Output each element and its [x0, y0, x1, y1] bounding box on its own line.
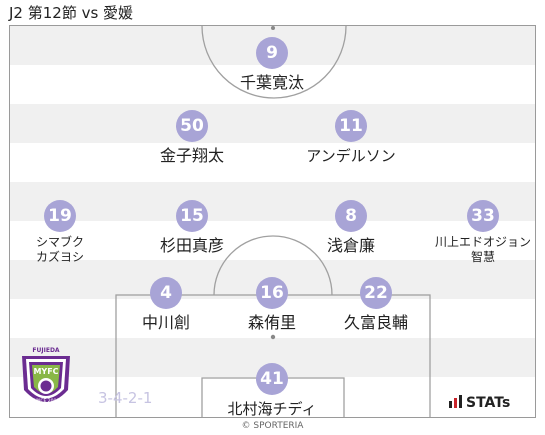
player-name: 千葉寛汰	[239, 73, 304, 92]
player-card: 8 浅倉廉	[286, 200, 416, 255]
player-card: 33 川上エドオジョン 智慧	[425, 200, 541, 265]
logo-top-text: FUJIEDA	[32, 347, 60, 354]
club-crest-logo: FUJIEDA MYFC SINCE 2009	[22, 347, 70, 404]
player-name: 中川創	[141, 313, 190, 332]
player-name: 森侑里	[247, 313, 296, 332]
player-name: シマブク カズヨシ	[2, 235, 118, 265]
player-card: 50 金子翔太	[127, 110, 257, 165]
player-number: 9	[256, 37, 288, 69]
formation-label: 3-4-2-1	[98, 389, 153, 407]
player-number: 41	[256, 363, 288, 395]
logo-bottom-text: SINCE 2009	[33, 398, 60, 404]
pitch-stripe	[10, 182, 535, 221]
player-card: 16 森侑里	[207, 277, 337, 332]
player-name: 杉田真彦	[159, 236, 224, 255]
player-card: 41 北村海チディ	[207, 363, 337, 418]
player-card: 4 中川創	[101, 277, 231, 332]
player-name: 浅倉廉	[326, 236, 375, 255]
player-number: 8	[335, 200, 367, 232]
stats-logo: STATs	[449, 395, 510, 411]
player-name: アンデルソン	[306, 147, 396, 165]
player-card: 15 杉田真彦	[127, 200, 257, 255]
player-number: 50	[176, 110, 208, 142]
player-name: 金子翔太	[159, 146, 224, 165]
player-name-line: カズヨシ	[35, 250, 84, 264]
player-card: 19 シマブク カズヨシ	[2, 200, 118, 265]
player-name-line: 智慧	[470, 250, 495, 264]
player-card: 22 久富良輔	[311, 277, 441, 332]
player-name: 北村海チディ	[227, 400, 317, 418]
pitch-stripe	[10, 104, 535, 143]
player-number: 15	[176, 200, 208, 232]
player-card: 11 アンデルソン	[286, 110, 416, 165]
player-name: 久富良輔	[343, 313, 408, 332]
player-number: 16	[256, 277, 288, 309]
page-title: J2 第12節 vs 愛媛	[9, 4, 134, 22]
copyright-text: © SPORTERIA	[241, 421, 304, 431]
stats-logo-text: STATs	[466, 395, 511, 411]
player-number: 19	[44, 200, 76, 232]
player-number: 22	[360, 277, 392, 309]
player-name: 川上エドオジョン 智慧	[425, 235, 541, 265]
bar-chart-icon	[449, 395, 462, 408]
player-number: 11	[335, 110, 367, 142]
player-number: 4	[150, 277, 182, 309]
player-name-line: シマブク	[35, 235, 84, 249]
player-name-line: 川上エドオジョン	[434, 235, 531, 249]
player-number: 33	[467, 200, 499, 232]
player-card: 9 千葉寛汰	[207, 37, 337, 92]
logo-mid-text: MYFC	[33, 367, 58, 376]
